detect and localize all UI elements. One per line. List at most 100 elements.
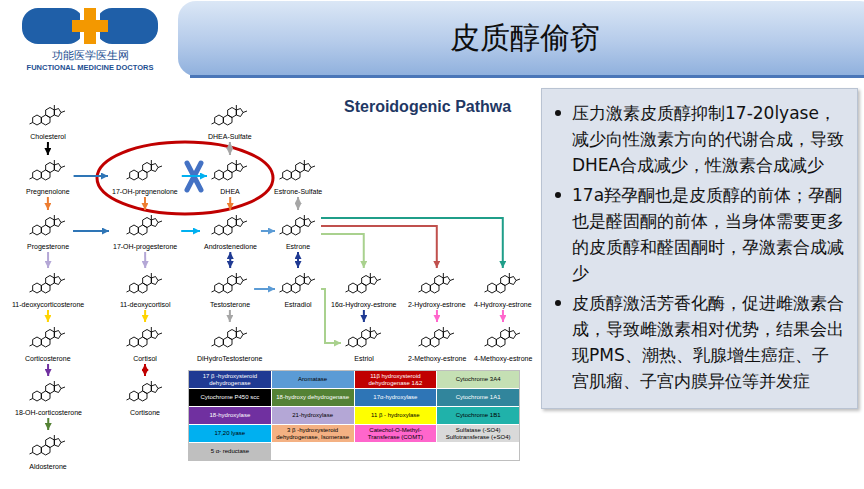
legend-text: 11β hydroxysteroid dehydrogenase 1&2 bbox=[357, 373, 435, 387]
molecule-label: Pregnenolone bbox=[26, 187, 70, 196]
reaction-arrow bbox=[47, 310, 49, 322]
molecule-label: 11-deoxycortisol bbox=[120, 300, 170, 309]
legend-text: 18-hydroxylase bbox=[210, 412, 251, 419]
molecule-label: Cholesterol bbox=[30, 132, 65, 141]
legend-swatch: Cytochrome 1B1 bbox=[437, 407, 519, 424]
steroid-structure bbox=[127, 215, 163, 235]
legend-text: Catechol-O-Methyl-Transferase (COMT) bbox=[357, 427, 435, 441]
reaction-arrow bbox=[229, 197, 231, 210]
molecule-node: Aldosterone bbox=[25, 430, 71, 472]
title-box: 皮质醇偷窃 bbox=[185, 20, 864, 56]
legend-text: 17,20 lyase bbox=[215, 430, 246, 437]
reaction-arrow bbox=[436, 310, 438, 322]
reaction-arrow bbox=[47, 364, 49, 376]
molecule-node: Estradiol bbox=[275, 268, 321, 310]
legend-text: Cytochrome P450 scc bbox=[201, 394, 260, 401]
molecule-node: Estrone-Sulfate bbox=[270, 155, 326, 197]
legend-text: Sulfatase (-SO4) Sulfotransferase (+SO4) bbox=[439, 427, 517, 441]
header-bar bbox=[178, 1, 864, 76]
steroid-structure bbox=[30, 105, 66, 125]
reaction-arrow bbox=[363, 310, 365, 322]
molecule-node: Estrone bbox=[275, 210, 321, 252]
molecule-node: Estriol bbox=[341, 322, 387, 364]
reaction-arrow bbox=[47, 197, 49, 210]
slide-title: 皮质醇偷窃 bbox=[185, 20, 864, 56]
molecule-node: Cholesterol bbox=[25, 100, 71, 142]
reaction-arrow bbox=[321, 226, 437, 268]
steroid-structure bbox=[127, 273, 163, 293]
molecule-node: DHEA-Sulfate bbox=[204, 100, 256, 142]
legend-swatch: 11β hydroxysteroid dehydrogenase 1&2 bbox=[355, 371, 437, 388]
legend-swatch: Catechol-O-Methyl-Transferase (COMT) bbox=[355, 425, 437, 442]
label-box: FUNCTIONAL MEDICINE DOCTORS bbox=[10, 63, 170, 72]
legend-text: Cytochrome 1B1 bbox=[456, 412, 501, 419]
molecule-label: Progesterone bbox=[27, 242, 69, 251]
steroid-structure bbox=[30, 160, 66, 180]
steroid-structure bbox=[346, 327, 382, 347]
molecule-label: Corticosterone bbox=[25, 354, 71, 363]
molecule-node: 4-Hydroxy-estrone bbox=[470, 268, 536, 310]
steroid-structure bbox=[212, 215, 248, 235]
steroid-structure bbox=[30, 435, 66, 455]
legend-text: 21-hydroxylase bbox=[292, 412, 333, 419]
molecule-label: Testosterone bbox=[210, 300, 250, 309]
steroid-structure bbox=[485, 273, 521, 293]
reaction-arrow bbox=[144, 310, 146, 322]
molecule-node: 18-OH-corticosterone bbox=[11, 376, 86, 418]
molecule-label: 16α-Hydroxy-estrone bbox=[331, 300, 397, 309]
molecule-label: 4-Methoxy-estrone bbox=[474, 354, 532, 363]
logo-subtitle: FUNCTIONAL MEDICINE DOCTORS bbox=[10, 63, 170, 72]
steroid-structures bbox=[30, 105, 521, 455]
steroid-structure bbox=[419, 327, 455, 347]
molecule-node: 11-deoxycortisol bbox=[116, 268, 174, 310]
label-box: Steroidogenic Pathwa bbox=[344, 97, 511, 116]
molecule-node: Pregnenolone bbox=[22, 155, 74, 197]
molecule-node: Cortisol bbox=[122, 322, 168, 364]
bullet-text: 皮质醇激活芳香化酶，促进雌激素合成，导致雌激素相对优势，结果会出现PMS、潮热、… bbox=[572, 290, 845, 394]
steroid-structure bbox=[212, 160, 248, 180]
molecule-label: Cortisol bbox=[133, 354, 157, 363]
steroid-structure bbox=[280, 215, 316, 235]
molecule-label: 2-Hydroxy-estrone bbox=[408, 300, 466, 309]
molecule-label: Estrone bbox=[286, 242, 310, 251]
reaction-arrow bbox=[502, 310, 504, 322]
molecule-label: DHEA-Sulfate bbox=[208, 132, 252, 141]
reaction-arrow bbox=[144, 252, 146, 268]
reaction-arrow bbox=[321, 234, 364, 268]
legend-swatch: 17,20 lyase bbox=[189, 425, 271, 442]
enzyme-legend: 17 β -hydroxysteroid dehydrogenaseAromat… bbox=[188, 370, 520, 461]
steroid-structure bbox=[127, 160, 163, 180]
label-box: 功能医学医生网 bbox=[15, 49, 165, 62]
reaction-arrow bbox=[297, 252, 299, 268]
reaction-arrow bbox=[181, 230, 200, 232]
steroid-structure bbox=[30, 381, 66, 401]
steroid-structure bbox=[419, 273, 455, 293]
legend-swatch: 17α-hydroxylase bbox=[355, 389, 437, 406]
legend-swatch: 18-hydroxy dehydrogenase bbox=[272, 389, 354, 406]
legend-text: Aromatase bbox=[298, 376, 327, 383]
reaction-arrow bbox=[47, 252, 49, 268]
logo-name: 功能医学医生网 bbox=[15, 49, 165, 62]
reaction-arrow bbox=[47, 418, 49, 430]
steroid-structure bbox=[30, 327, 66, 347]
steroid-structure bbox=[212, 273, 248, 293]
reaction-arrow bbox=[74, 175, 108, 177]
molecule-label: 11-deoxycorticosterone bbox=[12, 300, 84, 309]
legend-text: 5 α- reductase bbox=[211, 448, 250, 455]
legend-text: 18-hydroxy dehydrogenase bbox=[276, 394, 349, 401]
bullet-text: 17a羟孕酮也是皮质醇的前体；孕酮也是醛固酮的前体，当身体需要更多的皮质醇和醛固… bbox=[572, 182, 845, 286]
steroid-structure bbox=[212, 105, 248, 125]
molecule-node: DiHydroTestosterone bbox=[193, 322, 266, 364]
legend-swatch: 3 β -hydroxysteroid dehydrogenase, Isome… bbox=[272, 425, 354, 442]
legend-swatch: 18-hydroxylase bbox=[189, 407, 271, 424]
molecule-node: 11-deoxycorticosterone bbox=[8, 268, 88, 310]
molecule-label: Estriol bbox=[354, 354, 373, 363]
molecule-node: 17-OH-progesterone bbox=[109, 210, 181, 252]
molecule-node: Androstenedione bbox=[200, 210, 261, 252]
legend-swatch: Cytochrome 1A1 bbox=[437, 389, 519, 406]
reaction-arrow bbox=[254, 288, 275, 290]
molecule-label: 2-Methoxy-estrone bbox=[408, 354, 466, 363]
logo-mark bbox=[22, 6, 158, 46]
legend-swatch: 21-hydroxylase bbox=[272, 407, 354, 424]
reaction-arrow bbox=[321, 289, 341, 343]
